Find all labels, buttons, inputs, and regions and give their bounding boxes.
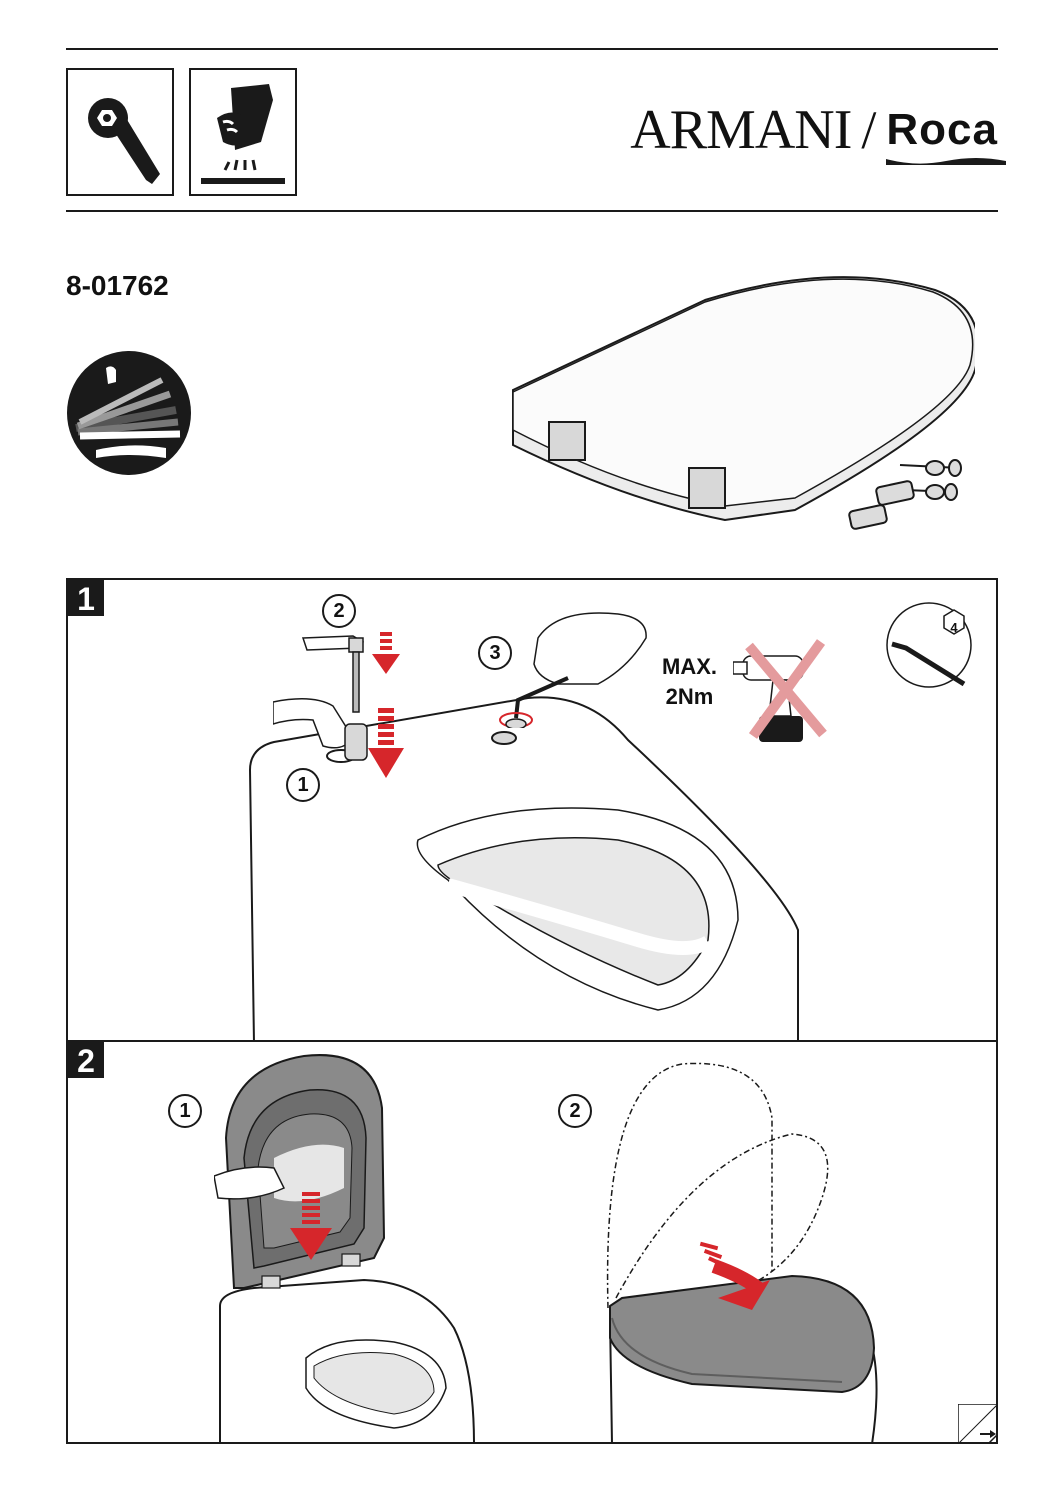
header-bottom-rule (66, 210, 998, 212)
brand-roca-text: Roca (886, 105, 998, 154)
hex-key-size: 4 (950, 620, 958, 635)
wrench-icon (88, 98, 160, 184)
hex-key-icon (886, 602, 972, 688)
seat-raised-illustration (214, 1054, 475, 1442)
torque-limit-label: MAX. 2Nm (662, 652, 717, 712)
hand-with-hex-key (499, 612, 647, 728)
substep-1: 1 (168, 1094, 202, 1128)
cleaning-cloth-icon (201, 84, 285, 184)
step-number: 1 (68, 580, 104, 617)
cleaning-icon-box (189, 68, 297, 196)
substep-2: 2 (558, 1094, 592, 1128)
substep-1: 1 (286, 768, 320, 802)
brand-separator: / (861, 100, 877, 160)
brand-logo: ARMANI / Roca (630, 98, 1007, 165)
header-top-rule (66, 48, 998, 50)
substep-2: 2 (322, 594, 356, 628)
hand-inserting-bolt (273, 635, 368, 761)
torque-max: MAX. (662, 654, 717, 679)
step-1-panel: 1 (66, 578, 998, 1042)
brand-roca: Roca (886, 105, 1007, 165)
toilet-pan-illustration (248, 696, 799, 1040)
product-code: 8-01762 (66, 270, 169, 301)
torque-value: 2Nm (665, 684, 714, 709)
page-turn-icon (958, 1404, 996, 1442)
insert-arrows-icon (368, 632, 404, 778)
brand-armani: ARMANI (630, 99, 852, 161)
tools-icon-box (66, 68, 174, 196)
product-seat-illustration (512, 276, 975, 530)
substep-3: 3 (478, 636, 512, 670)
soft-close-icon (67, 351, 191, 475)
step-number: 2 (68, 1042, 104, 1079)
seat-lowered-illustration (606, 1062, 878, 1442)
roca-wave-icon (886, 158, 1007, 165)
step-2-panel: 2 (66, 1040, 998, 1444)
cordless-drill-crossed-icon (733, 639, 827, 742)
